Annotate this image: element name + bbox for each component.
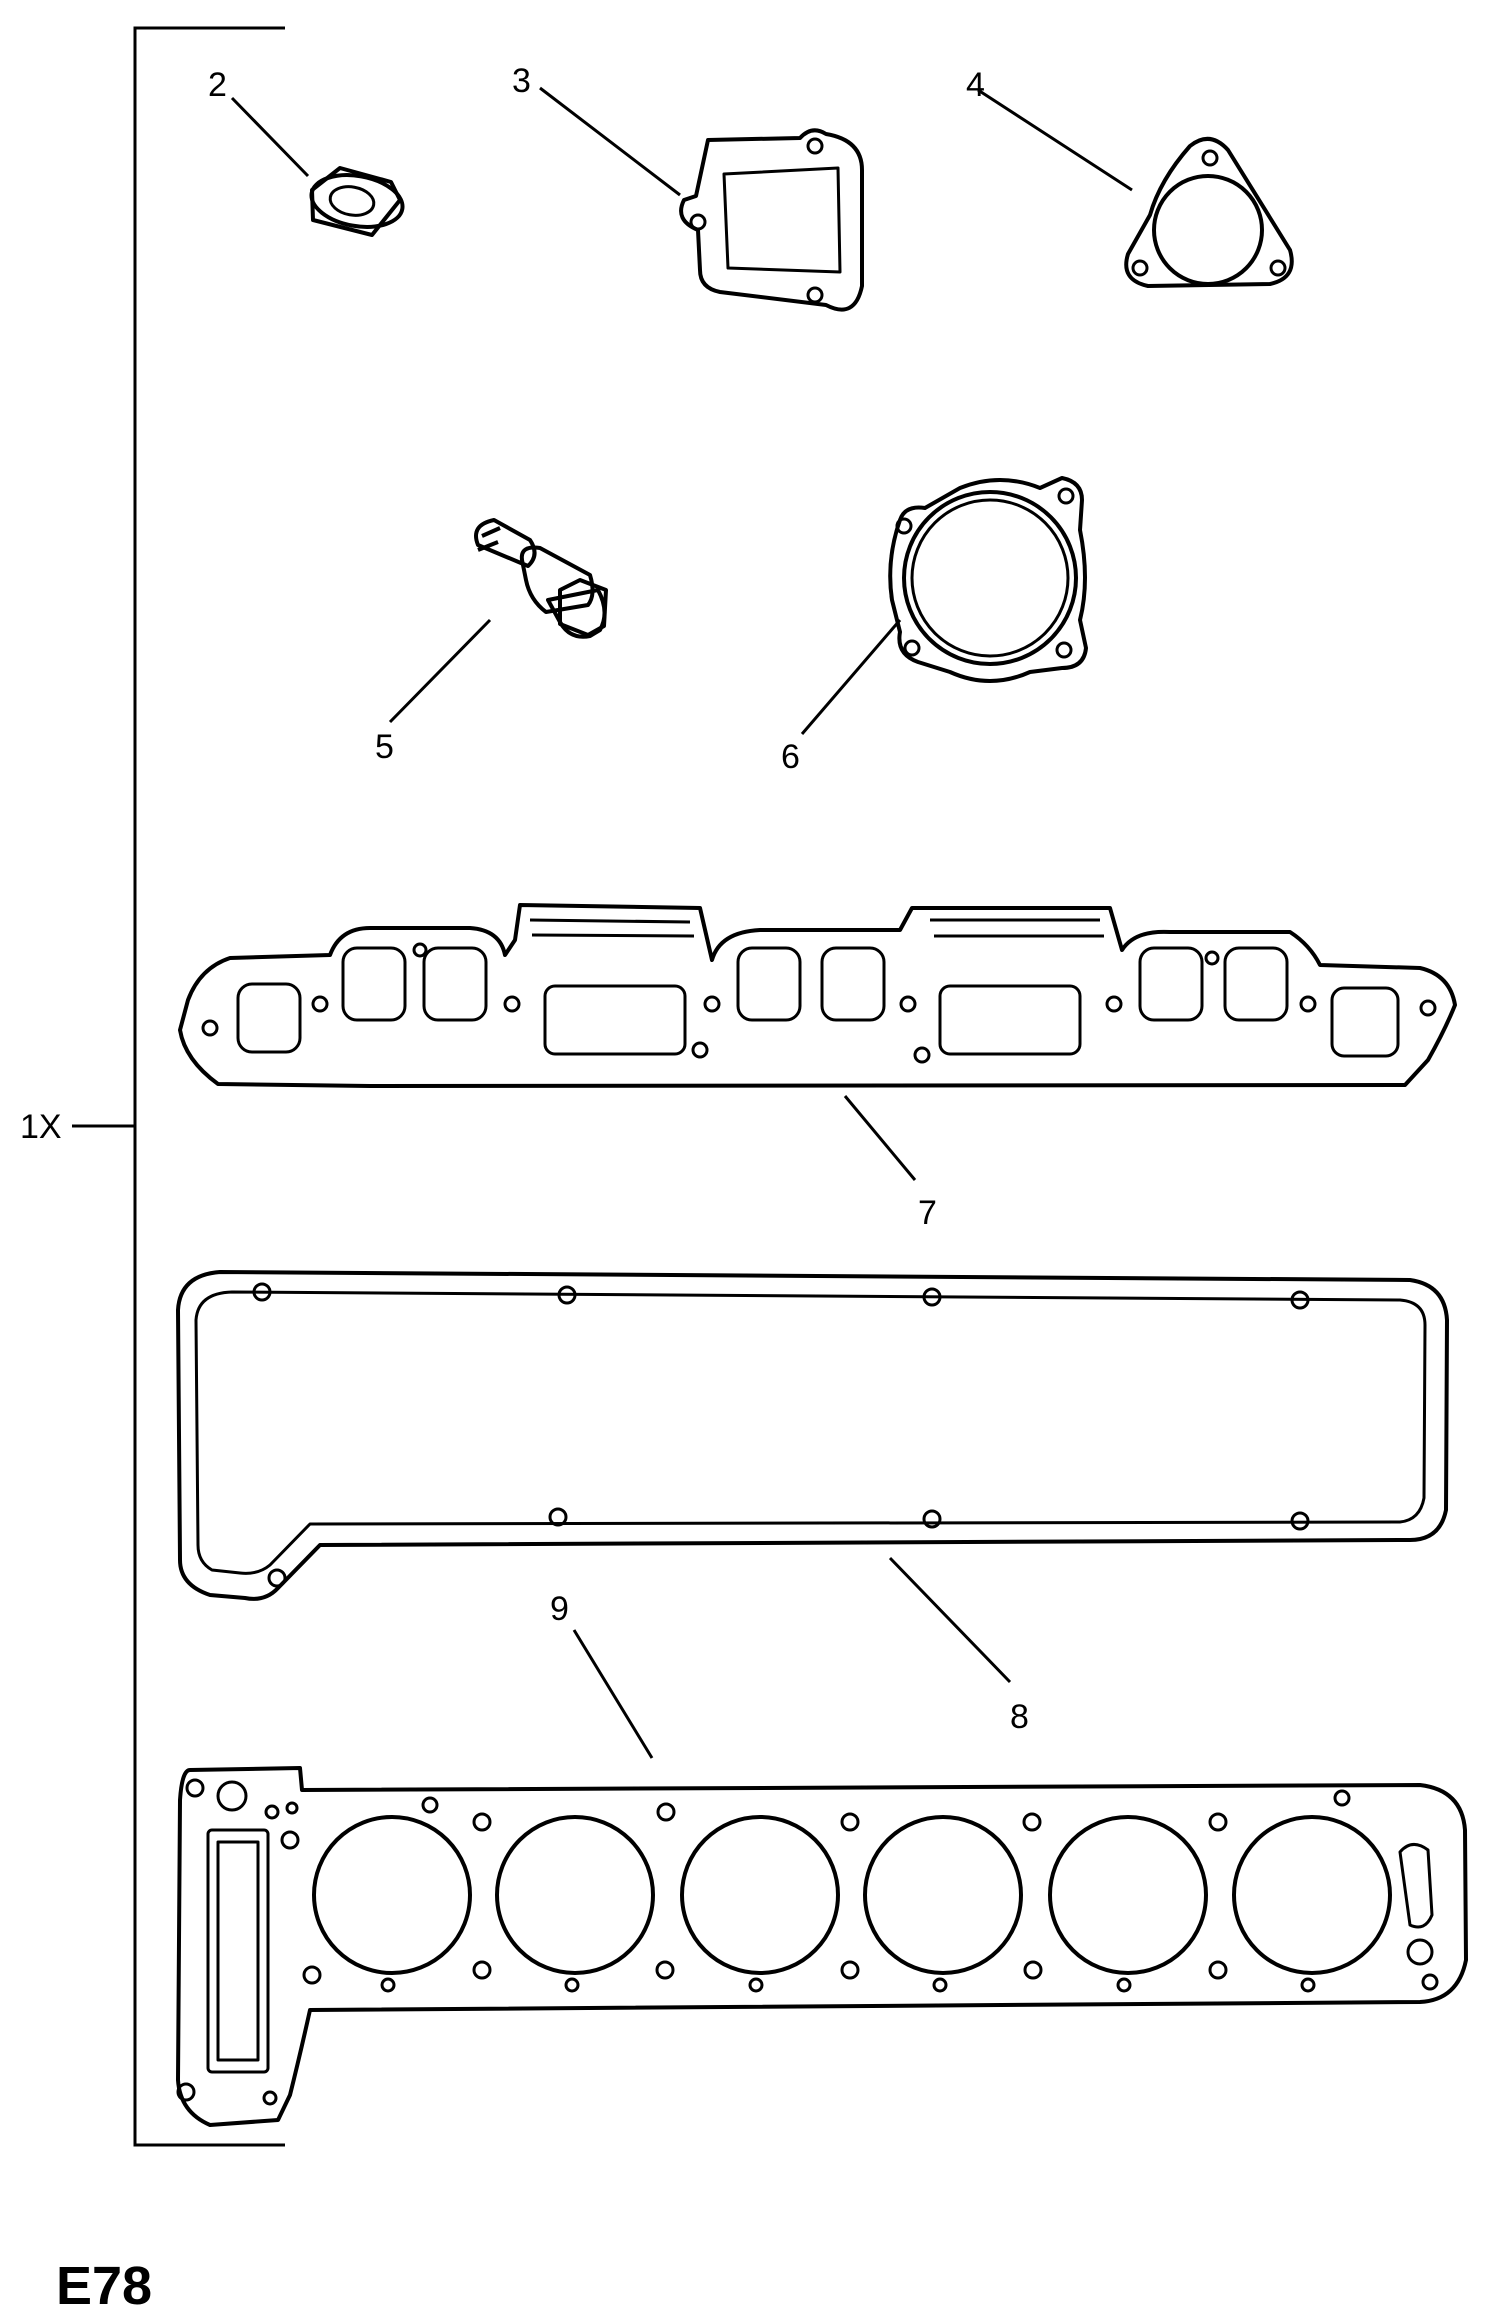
part-4-triangle-gasket[interactable]: 4 (966, 66, 1294, 288)
callout-2: 2 (208, 66, 227, 104)
part-3-square-gasket[interactable]: 3 (512, 62, 864, 312)
kit-bracket: 1X (20, 26, 285, 2147)
part-8-valve-cover-gasket[interactable]: 8 (176, 1270, 1449, 1736)
callout-3: 3 (512, 62, 531, 100)
callout-5: 5 (375, 728, 394, 766)
part-9-head-gasket[interactable]: 9 (176, 1590, 1468, 2127)
part-5-sensor-bolt[interactable]: 5 (375, 518, 608, 766)
part-6-round-gasket[interactable]: 6 (781, 476, 1088, 776)
part-2-seal-ring[interactable]: 2 (208, 66, 407, 237)
callout-8: 8 (1010, 1698, 1029, 1736)
kit-quantity-label: 1X (20, 1108, 62, 1146)
callout-4: 4 (966, 66, 985, 104)
callout-9: 9 (550, 1590, 569, 1628)
diagram-code: E78 (56, 2256, 152, 2316)
callout-7: 7 (918, 1194, 937, 1232)
part-7-manifold-gasket[interactable]: 7 (178, 903, 1457, 1232)
callout-6: 6 (781, 738, 800, 776)
